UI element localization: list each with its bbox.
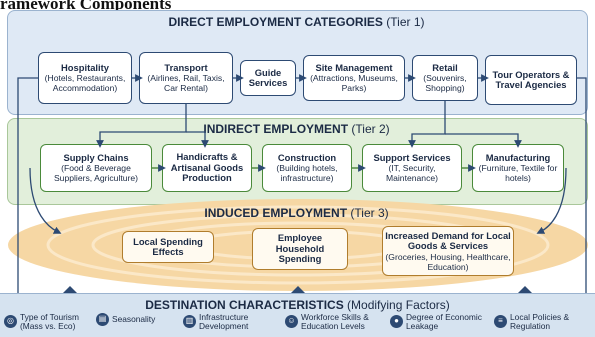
box-title: Local Spending Effects (133, 235, 203, 257)
factor-tourism-type: ◎ Type of Tourism (Mass vs. Eco) (4, 313, 94, 330)
tier3-header-tier: (Tier 3) (350, 206, 389, 220)
box-desc: (Groceries, Housing, Healthcare, Educati… (385, 251, 511, 272)
box-construction: Construction (Building hotels, infrastru… (262, 144, 352, 192)
box-desc: (Furniture, Textile for hotels) (478, 163, 558, 184)
box-desc: (Attractions, Museums, Parks) (310, 73, 398, 94)
box-desc: (Hotels, Restaurants, Accommodation) (44, 73, 126, 94)
box-desc: (IT, Security, Maintenance) (385, 163, 439, 184)
box-title: Employee Household Spending (275, 232, 325, 265)
tier2-header-tier: (Tier 2) (351, 122, 390, 136)
destination-header-title: DESTINATION CHARACTERISTICS (145, 298, 344, 312)
box-title: Manufacturing (485, 151, 551, 163)
box-title: Handicrafts & Artisanal Goods Production (170, 151, 244, 184)
tier2-header-title: INDIRECT EMPLOYMENT (203, 122, 349, 136)
box-local-spending: Local Spending Effects (122, 231, 214, 263)
box-title: Construction (277, 151, 337, 163)
factor-label: Seasonality (112, 314, 156, 325)
factor-label: Workforce Skills & Education Levels (301, 312, 369, 331)
box-desc: (Building hotels, infrastructure) (276, 163, 338, 184)
box-guide-services: Guide Services (240, 60, 296, 96)
box-tour-operators: Tour Operators & Travel Agencies (485, 55, 577, 105)
calendar-icon: ▤ (96, 313, 109, 326)
destination-header-sub: (Modifying Factors) (347, 298, 450, 312)
tier-to-tier-connectors (96, 101, 522, 148)
box-site-management: Site Management (Attractions, Museums, P… (303, 55, 405, 101)
tier1-header-tier: (Tier 1) (386, 15, 425, 29)
box-supply-chains: Supply Chains (Food & Beverage Suppliers… (40, 144, 152, 192)
box-manufacturing: Manufacturing (Furniture, Textile for ho… (472, 144, 564, 192)
box-title: Tour Operators & Travel Agencies (492, 68, 570, 90)
factor-policies: ≡ Local Policies & Regulation (494, 313, 594, 330)
outer-loop-connectors (17, 77, 587, 300)
box-employee-spending: Employee Household Spending (252, 228, 348, 270)
box-title: Hospitality (61, 61, 109, 73)
building-icon: ▥ (183, 315, 196, 329)
box-title: Supply Chains (63, 151, 129, 163)
factor-label: Local Policies & Regulation (510, 312, 570, 331)
globe-icon: ◎ (4, 315, 17, 329)
box-transport: Transport (Airlines, Rail, Taxis, Car Re… (139, 52, 233, 104)
box-support-services: Support Services (IT, Security, Maintena… (362, 144, 462, 192)
factor-workforce: ☺ Workforce Skills & Education Levels (285, 313, 393, 330)
factor-label: Type of Tourism (Mass vs. Eco) (20, 312, 79, 331)
factor-label: Infrastructure Development (199, 312, 249, 331)
factor-label: Degree of Economic Leakage (406, 312, 482, 331)
box-retail: Retail (Souvenirs, Shopping) (412, 55, 478, 101)
tier1-header-title: DIRECT EMPLOYMENT CATEGORIES (168, 15, 383, 29)
document-icon: ≡ (494, 315, 507, 329)
box-increased-demand: Increased Demand for Local Goods & Servi… (382, 226, 514, 276)
box-title: Guide Services (248, 66, 288, 88)
factor-infrastructure: ▥ Infrastructure Development (183, 313, 279, 330)
destination-header: DESTINATION CHARACTERISTICS (Modifying F… (0, 298, 595, 312)
tier3-header-title: INDUCED EMPLOYMENT (204, 206, 348, 220)
box-title: Support Services (373, 151, 451, 163)
tier3-header: INDUCED EMPLOYMENT (Tier 3) (7, 206, 586, 220)
factor-leakage: ● Degree of Economic Leakage (390, 313, 492, 330)
diagram-title: ramework Components (0, 0, 172, 13)
box-desc: (Airlines, Rail, Taxis, Car Rental) (147, 73, 225, 94)
box-handicrafts: Handicrafts & Artisanal Goods Production (162, 144, 252, 192)
box-title: Increased Demand for Local Goods & Servi… (385, 229, 511, 251)
box-desc: (Souvenirs, Shopping) (423, 73, 467, 94)
tier2-header: INDIRECT EMPLOYMENT (Tier 2) (7, 122, 586, 136)
box-title: Site Management (315, 61, 393, 73)
box-desc: (Food & Beverage Suppliers, Agriculture) (53, 163, 139, 184)
box-title: Retail (432, 61, 458, 73)
tier1-header: DIRECT EMPLOYMENT CATEGORIES (Tier 1) (7, 15, 586, 29)
box-hospitality: Hospitality (Hotels, Restaurants, Accomm… (38, 52, 132, 104)
box-title: Transport (164, 61, 208, 73)
people-icon: ☺ (285, 315, 298, 329)
leak-icon: ● (390, 315, 403, 329)
factor-seasonality: ▤ Seasonality (96, 313, 155, 326)
